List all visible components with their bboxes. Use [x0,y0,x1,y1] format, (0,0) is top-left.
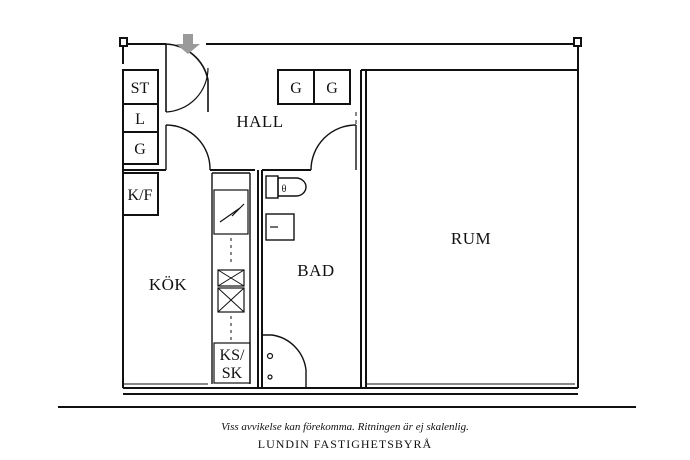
fridge-freezer-box [122,172,159,216]
shower-head [267,374,273,380]
entrance-door-swing [165,43,209,112]
room-label-room: RUM [451,229,491,248]
kitchen-door-arc [165,124,211,171]
bath-door-arc [310,124,357,171]
wardrobe-hall-2-label: G [326,80,338,97]
outer-wall-top-right [206,43,579,50]
toilet-tank [265,175,279,199]
shower-screen [262,334,307,388]
wardrobe-left-label: G [134,141,146,158]
stove-cross-2 [217,269,245,287]
outer-wall-top-left [122,43,166,50]
entrance-arrow-icon [176,34,200,54]
room-label-bath: BAD [297,261,334,280]
storage-label: ST [131,80,150,97]
freezer-label: SK [222,365,243,382]
oven [217,287,245,313]
wardrobe-hall-1-label: G [290,80,302,97]
bath-sink [265,213,295,241]
toilet-symbol: θ [282,184,287,195]
kitchen-sink [213,189,249,235]
shower-drain [266,352,274,360]
room-label-kitchen: KÖK [149,275,188,294]
wardrobe-hall-2 [313,69,351,105]
entrance-door-arc [165,67,209,113]
room-label-hall: HALL [236,112,283,131]
kitchen-tap [219,203,245,223]
oven-cross-2 [217,287,245,313]
linen-label: L [135,111,145,128]
wall-stub-right [573,37,582,47]
fridge-label: KS/ [220,347,245,364]
company-name: LUNDIN FASTIGHETSBYRÅ [257,437,433,451]
stove-top [217,269,245,287]
toilet-bowl [277,177,307,197]
fridge-freezer-label: K/F [128,187,153,204]
wall-stub-left [119,37,128,47]
disclaimer-text: Viss avvikelse kan förekomma. Ritningen … [221,421,469,433]
fridge-freezer-unit [213,342,251,384]
